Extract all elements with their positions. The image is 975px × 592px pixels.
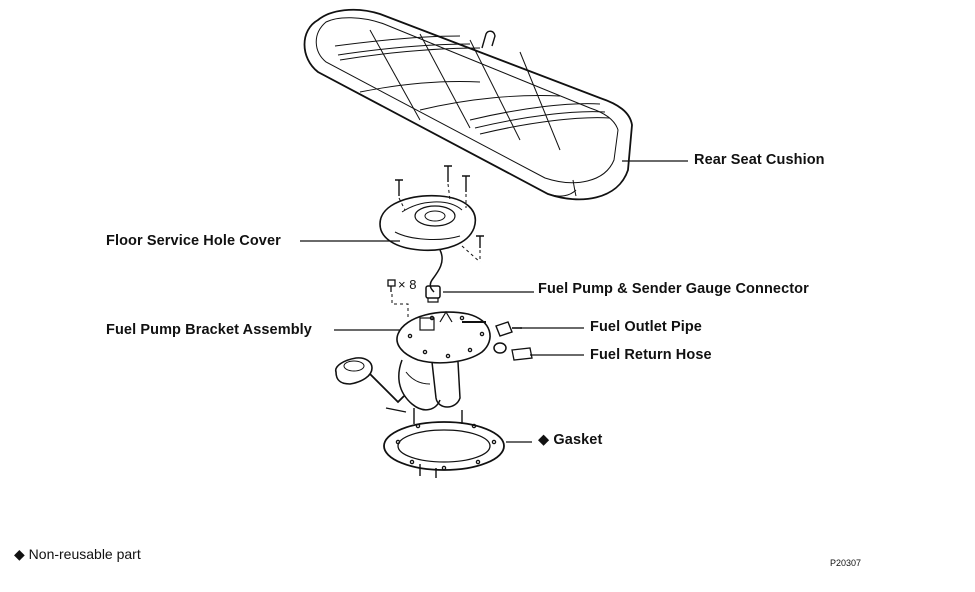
bolt-quantity: × 8 (398, 277, 417, 292)
label-gasket: ◆ Gasket (538, 432, 602, 448)
label-return-hose: Fuel Return Hose (590, 347, 712, 363)
gasket-text: Gasket (553, 432, 603, 448)
figure-code: P20307 (830, 558, 862, 568)
fuel-outlet-pipe-illustration (495, 321, 522, 337)
fuel-return-hose-illustration (493, 342, 533, 361)
bolt-icon (387, 279, 396, 292)
legend-diamond-icon: ◆ (14, 546, 25, 562)
legend-text: Non-reusable part (28, 546, 141, 562)
legend: ◆ Non-reusable part (14, 546, 141, 563)
fuel-pump-bracket-assembly-illustration (334, 310, 491, 413)
cover-screws (395, 165, 484, 248)
gasket-illustration (383, 421, 505, 471)
label-bracket-assembly: Fuel Pump Bracket Assembly (106, 322, 312, 338)
floor-service-hole-cover-illustration (379, 194, 477, 293)
label-connector: Fuel Pump & Sender Gauge Connector (538, 281, 809, 297)
non-reusable-diamond-icon: ◆ (538, 432, 550, 448)
rear-seat-cushion-illustration (303, 8, 633, 201)
screw-dashed-guides (398, 183, 481, 263)
label-floor-service-hole-cover: Floor Service Hole Cover (106, 233, 281, 249)
bolt-dashed-guide (391, 294, 409, 318)
label-outlet-pipe: Fuel Outlet Pipe (590, 319, 702, 335)
gasket-studs (413, 408, 463, 478)
connector-illustration (425, 285, 441, 303)
label-rear-seat-cushion: Rear Seat Cushion (694, 152, 825, 168)
